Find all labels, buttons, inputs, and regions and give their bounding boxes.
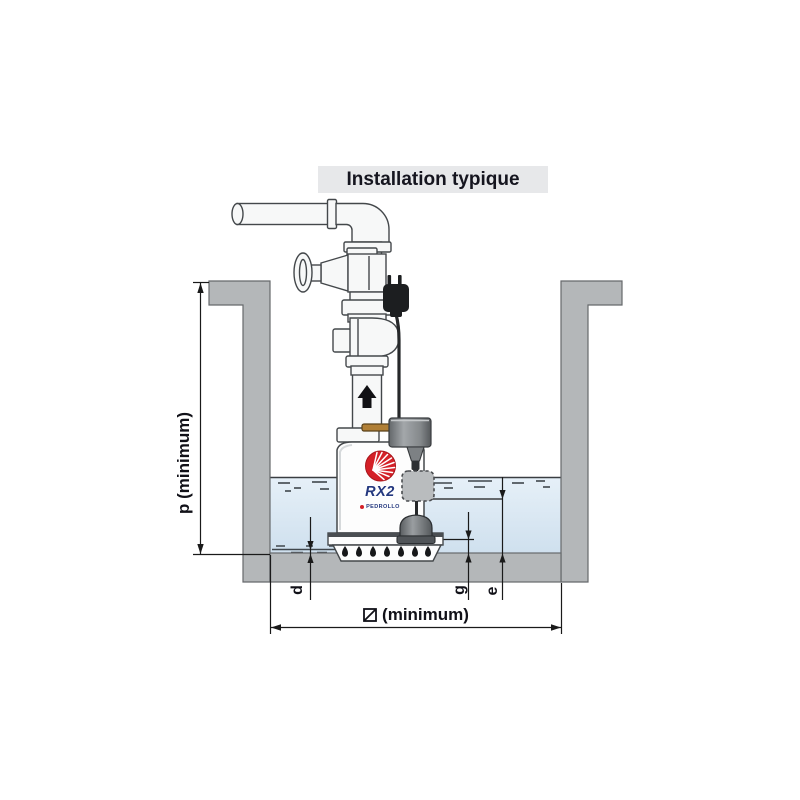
dimension-d [307,517,314,600]
valve-body [347,253,387,293]
discharge-piping [231,198,400,443]
float-switch [388,417,436,545]
pipe-elbow [335,202,390,244]
valve-handwheel [293,252,313,293]
dimension-width [269,555,563,634]
dimension-p [193,281,270,556]
horizontal-pipe [236,202,337,226]
pump-logo-icon [365,450,396,482]
flow-arrow [357,385,377,408]
valve-cone [320,254,349,292]
pump-model-label: RX2 [365,484,395,500]
pipe-collar [326,198,338,230]
dimension-p-label: p (minimum) [174,412,193,514]
diagram-title: Installation typique [318,166,548,193]
power-supply [383,275,409,422]
tank-left-wall [208,280,271,583]
pump-brand-label: PEDROLLO [366,504,400,510]
dimension-g-label: g [451,585,468,595]
brand-dot-icon [360,505,365,509]
cable-gland-cylinder [388,417,432,448]
tank-right-wall [560,280,623,583]
dimension-width-label: (minimum) [316,605,516,625]
dimension-width-text: (minimum) [382,605,469,624]
wave-marks [278,480,550,492]
pipe-open-end [231,202,244,226]
dimension-d-label: d [289,585,306,595]
check-valve [332,317,400,358]
power-plug [383,275,409,317]
strainer-holes [342,546,431,557]
gate-valve [293,247,387,293]
pump-brand-row: PEDROLLO [350,504,410,510]
float-connector [406,446,425,462]
square-diagonal-icon [363,608,377,622]
check-valve-nut [332,328,352,353]
float-lower-position [399,514,433,537]
union-fitting-lower [345,355,389,376]
